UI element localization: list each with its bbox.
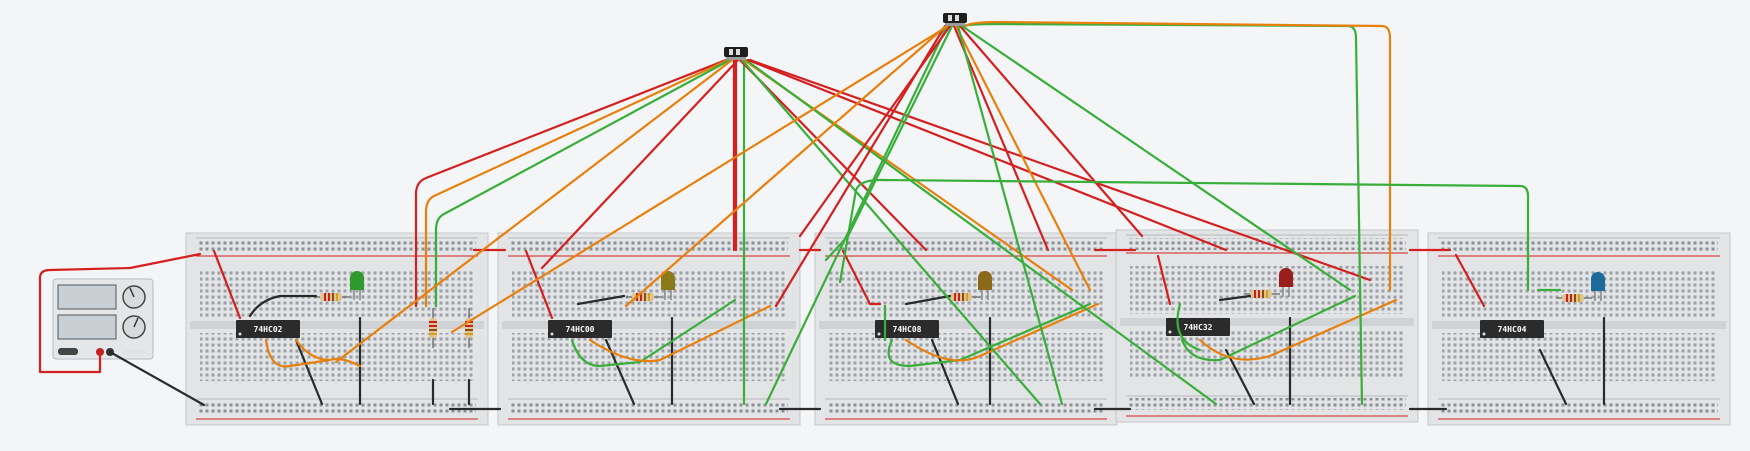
resistor[interactable] [1244, 290, 1280, 298]
green-wire[interactable] [1180, 294, 1357, 362]
green-wire[interactable] [956, 24, 1064, 406]
chip-label: 74HC00 [566, 325, 595, 334]
red-wire[interactable] [212, 249, 242, 320]
black-wire[interactable] [904, 294, 952, 306]
led[interactable] [661, 271, 675, 300]
red-wire[interactable] [1156, 254, 1172, 306]
voltage-display [57, 284, 117, 310]
ic-chip-74hc02[interactable]: 74HC02 [236, 320, 300, 338]
power-supply[interactable] [52, 278, 154, 360]
red-wire[interactable] [540, 58, 740, 270]
red-wire[interactable] [746, 58, 1228, 252]
led[interactable] [350, 271, 364, 300]
black-wire[interactable] [1224, 348, 1256, 406]
ic-chip-74hc00[interactable]: 74HC00 [548, 320, 612, 338]
black-wire[interactable] [1538, 348, 1568, 406]
red-wire[interactable] [798, 24, 952, 238]
green-wire[interactable] [740, 58, 1042, 406]
orange-wire[interactable] [264, 338, 362, 368]
breadboard-bb5[interactable]: 74HC04 [1427, 232, 1731, 426]
green-wire[interactable] [960, 24, 1352, 292]
breadboard-bb1[interactable]: 74HC02 [185, 232, 489, 426]
black-wire[interactable] [930, 338, 960, 406]
black-wire[interactable] [576, 294, 626, 306]
ic-chip-74hc08[interactable]: 74HC08 [875, 320, 939, 338]
resistor[interactable] [1556, 294, 1592, 302]
orange-wire[interactable] [588, 304, 772, 363]
switch-a[interactable] [724, 47, 748, 60]
black-wire[interactable] [248, 294, 318, 318]
orange-wire[interactable] [1198, 298, 1398, 361]
green-wire[interactable] [838, 178, 1530, 292]
orange-wire[interactable] [424, 58, 730, 308]
green-wire[interactable] [764, 24, 949, 406]
breadboard-bb2[interactable]: 74HC00 [497, 232, 801, 426]
orange-wire[interactable] [450, 24, 950, 334]
green-wire[interactable] [1176, 302, 1202, 352]
orange-wire[interactable] [904, 302, 1100, 362]
power-switch[interactable] [58, 348, 78, 355]
black-wire[interactable] [1218, 294, 1252, 302]
chip-label: 74HC08 [893, 325, 922, 334]
green-wire[interactable] [887, 302, 1092, 368]
red-wire[interactable] [952, 24, 1050, 252]
red-wire[interactable] [414, 58, 728, 308]
orange-wire[interactable] [294, 338, 332, 362]
ic-chip-74hc04[interactable]: 74HC04 [1480, 320, 1544, 338]
red-wire[interactable] [1454, 253, 1486, 308]
chip-label: 74HC32 [1184, 323, 1213, 332]
chip-label: 74HC04 [1498, 325, 1527, 334]
green-wire[interactable] [570, 298, 737, 368]
resistor[interactable] [314, 293, 350, 301]
red-wire[interactable] [958, 24, 1144, 238]
breadboard-bb3[interactable]: 74HC08 [814, 232, 1118, 426]
red-wire[interactable] [841, 249, 882, 306]
black-wire[interactable] [108, 350, 206, 407]
breadboard-bb4[interactable]: 74HC32 [1115, 229, 1419, 423]
ic-chip-74hc32[interactable]: 74HC32 [1166, 318, 1230, 336]
resistor-vertical[interactable] [429, 308, 437, 348]
switch-b[interactable] [943, 13, 967, 26]
led[interactable] [978, 271, 992, 300]
red-wire[interactable] [738, 58, 928, 252]
current-display [57, 314, 117, 340]
orange-wire[interactable] [624, 24, 948, 308]
orange-wire[interactable] [964, 20, 1392, 292]
led[interactable] [1591, 272, 1605, 301]
green-wire[interactable] [434, 58, 732, 308]
red-wire[interactable] [748, 58, 1372, 282]
red-wire[interactable] [38, 252, 202, 374]
led[interactable] [1279, 268, 1293, 297]
green-wire[interactable] [744, 58, 1218, 406]
orange-wire[interactable] [334, 58, 734, 364]
chip-label: 74HC02 [254, 325, 283, 334]
black-wire[interactable] [294, 338, 324, 406]
red-wire[interactable] [524, 249, 554, 320]
orange-wire[interactable] [954, 24, 1092, 292]
green-wire[interactable] [824, 24, 954, 262]
